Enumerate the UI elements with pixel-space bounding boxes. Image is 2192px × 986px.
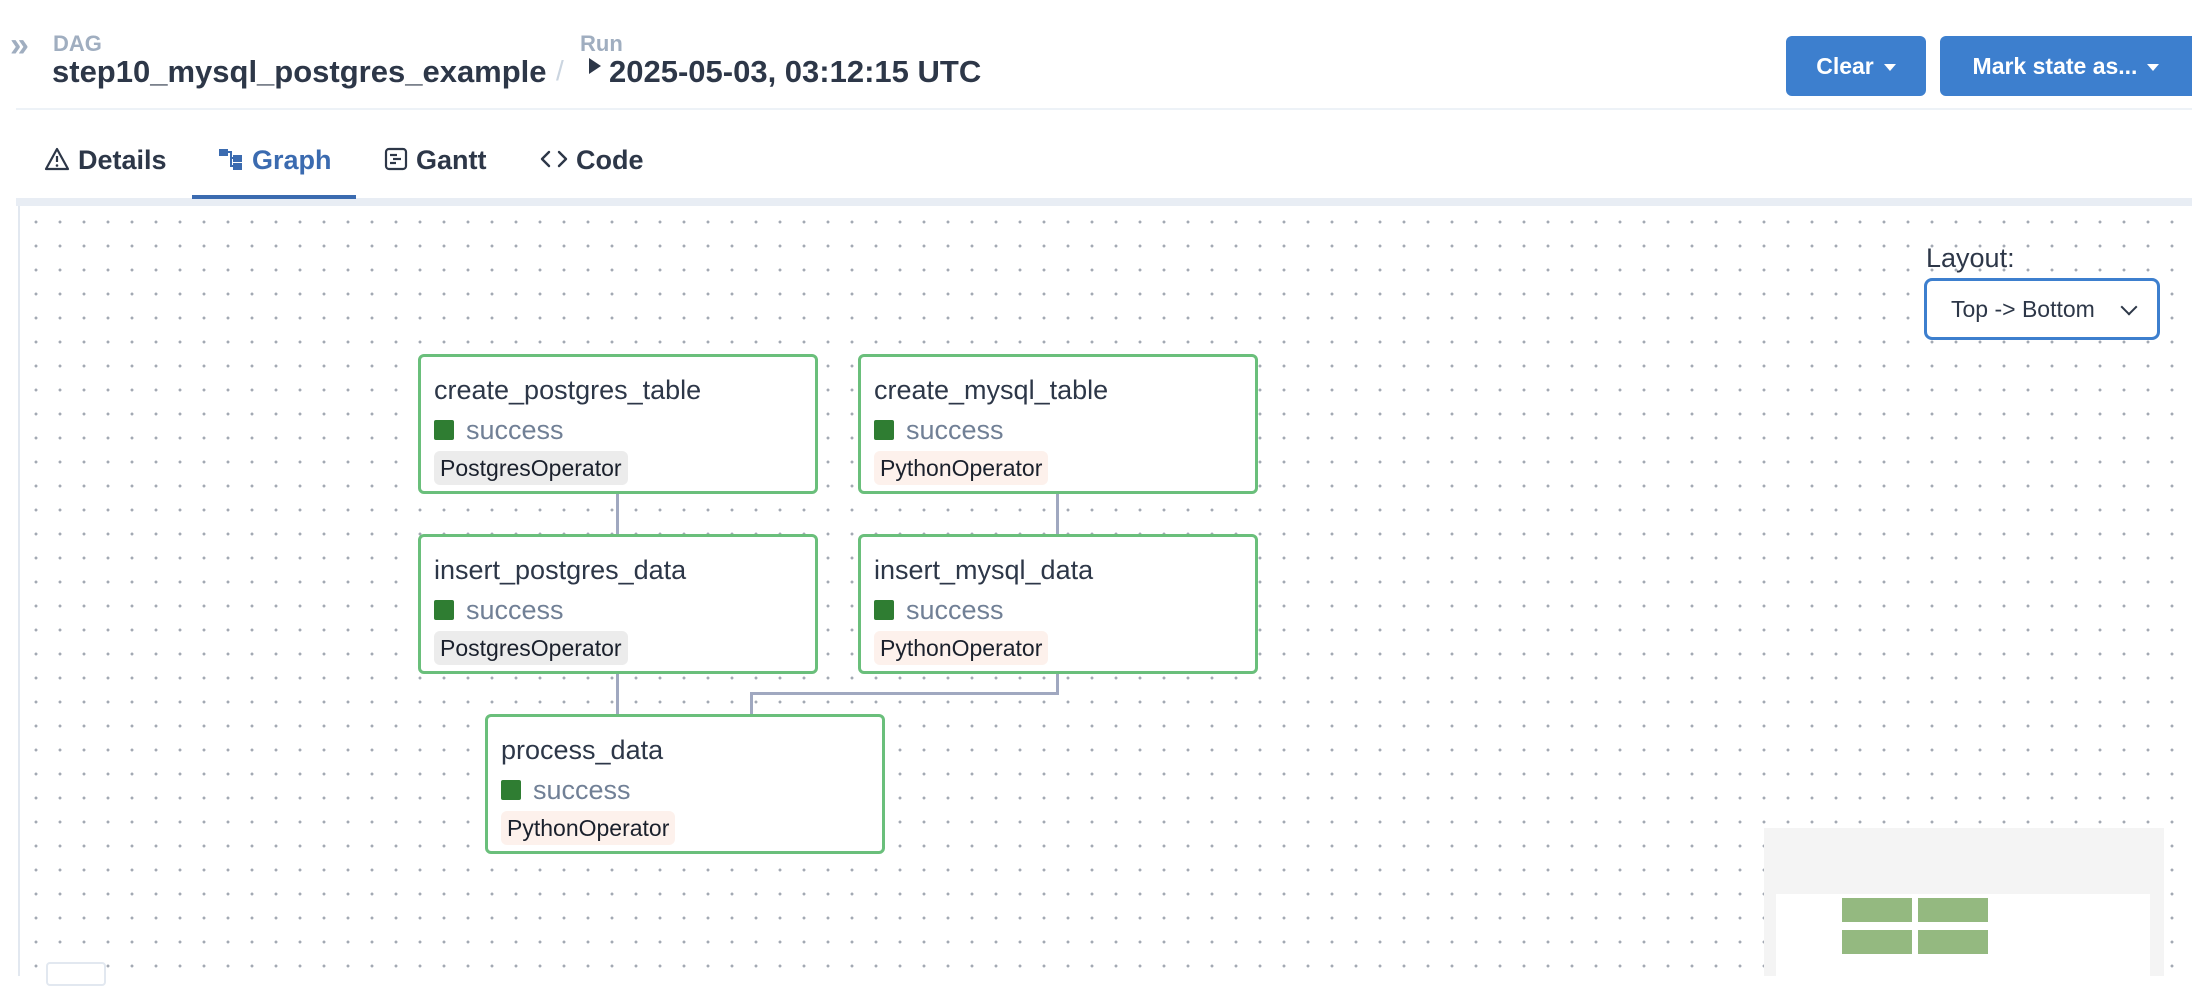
task-name: process_data xyxy=(501,735,664,765)
minimap-node xyxy=(1842,898,1912,922)
task-name: insert_postgres_data xyxy=(434,555,687,585)
task-node[interactable]: process_data success PythonOperator xyxy=(485,714,885,854)
layout-selected-value: Top -> Bottom xyxy=(1951,296,2095,322)
expand-sidebar-icon[interactable]: » xyxy=(10,26,29,64)
task-name: create_postgres_table xyxy=(434,375,702,405)
task-state: success xyxy=(906,415,1004,445)
minimap-viewport[interactable] xyxy=(1776,894,2150,976)
task-node[interactable]: insert_postgres_data success PostgresOpe… xyxy=(418,534,818,674)
layout-label: Layout: xyxy=(1926,243,2015,273)
task-node[interactable]: create_mysql_table success PythonOperato… xyxy=(858,354,1258,494)
task-node[interactable]: insert_mysql_data success PythonOperator xyxy=(858,534,1258,674)
run-id-value[interactable]: 2025-05-03, 03:12:15 UTC xyxy=(609,54,982,89)
gantt-icon xyxy=(384,142,408,182)
dag-breadcrumb-label: DAG xyxy=(53,31,102,56)
edge-insert-mysql-to-process xyxy=(750,692,1059,695)
tab-details-label: Details xyxy=(78,145,167,175)
code-icon xyxy=(540,142,568,182)
edge-insert-mysql-to-process xyxy=(750,692,753,716)
operator-badge: PostgresOperator xyxy=(434,631,628,665)
clear-button[interactable]: Clear xyxy=(1786,36,1926,96)
edge-insert-postgres-to-process xyxy=(616,672,619,716)
active-tab-indicator xyxy=(192,195,356,199)
tabs-divider xyxy=(16,198,2192,206)
graph-icon xyxy=(218,142,244,182)
task-name: insert_mysql_data xyxy=(874,555,1094,585)
task-state: success xyxy=(466,415,564,445)
success-status-icon xyxy=(501,780,521,800)
tab-code[interactable]: Code xyxy=(540,140,644,196)
edge-create-mysql-to-insert-mysql xyxy=(1056,492,1059,536)
tab-details[interactable]: Details xyxy=(44,140,167,196)
chevron-down-icon xyxy=(2120,298,2138,316)
task-node[interactable]: create_postgres_table success PostgresOp… xyxy=(418,354,818,494)
mark-state-button[interactable]: Mark state as... xyxy=(1940,36,2192,96)
run-caret-icon xyxy=(589,58,601,74)
tab-code-label: Code xyxy=(576,145,644,175)
breadcrumb-separator: / xyxy=(556,55,564,86)
zoom-controls[interactable] xyxy=(46,962,106,986)
minimap-node xyxy=(1918,898,1988,922)
header-divider xyxy=(16,108,2192,110)
task-state: success xyxy=(466,595,564,625)
success-status-icon xyxy=(874,600,894,620)
layout-select[interactable]: Top -> Bottom xyxy=(1924,278,2160,340)
minimap-node xyxy=(1918,930,1988,954)
graph-minimap[interactable] xyxy=(1764,828,2164,976)
task-name: create_mysql_table xyxy=(874,375,1109,405)
dag-name-link[interactable]: step10_mysql_postgres_example xyxy=(52,54,547,89)
minimap-node xyxy=(1842,930,1912,954)
success-status-icon xyxy=(434,600,454,620)
mark-state-button-label: Mark state as... xyxy=(1972,53,2138,79)
tab-graph-label: Graph xyxy=(252,145,332,175)
operator-badge: PostgresOperator xyxy=(434,451,628,485)
success-status-icon xyxy=(434,420,454,440)
tab-graph[interactable]: Graph xyxy=(218,140,332,196)
operator-badge: PythonOperator xyxy=(874,451,1049,485)
warning-triangle-icon xyxy=(44,142,70,182)
operator-badge: PythonOperator xyxy=(501,811,676,845)
chevron-down-icon xyxy=(2147,64,2160,72)
operator-badge: PythonOperator xyxy=(874,631,1049,665)
tab-gantt[interactable]: Gantt xyxy=(384,140,487,196)
success-status-icon xyxy=(874,420,894,440)
chevron-down-icon xyxy=(1883,64,1896,72)
task-state: success xyxy=(906,595,1004,625)
edge-insert-mysql-to-process xyxy=(1056,672,1059,694)
run-breadcrumb-label: Run xyxy=(580,31,623,56)
edge-create-postgres-to-insert-postgres xyxy=(616,492,619,536)
clear-button-label: Clear xyxy=(1816,53,1874,79)
task-state: success xyxy=(533,775,631,805)
tab-gantt-label: Gantt xyxy=(416,145,487,175)
